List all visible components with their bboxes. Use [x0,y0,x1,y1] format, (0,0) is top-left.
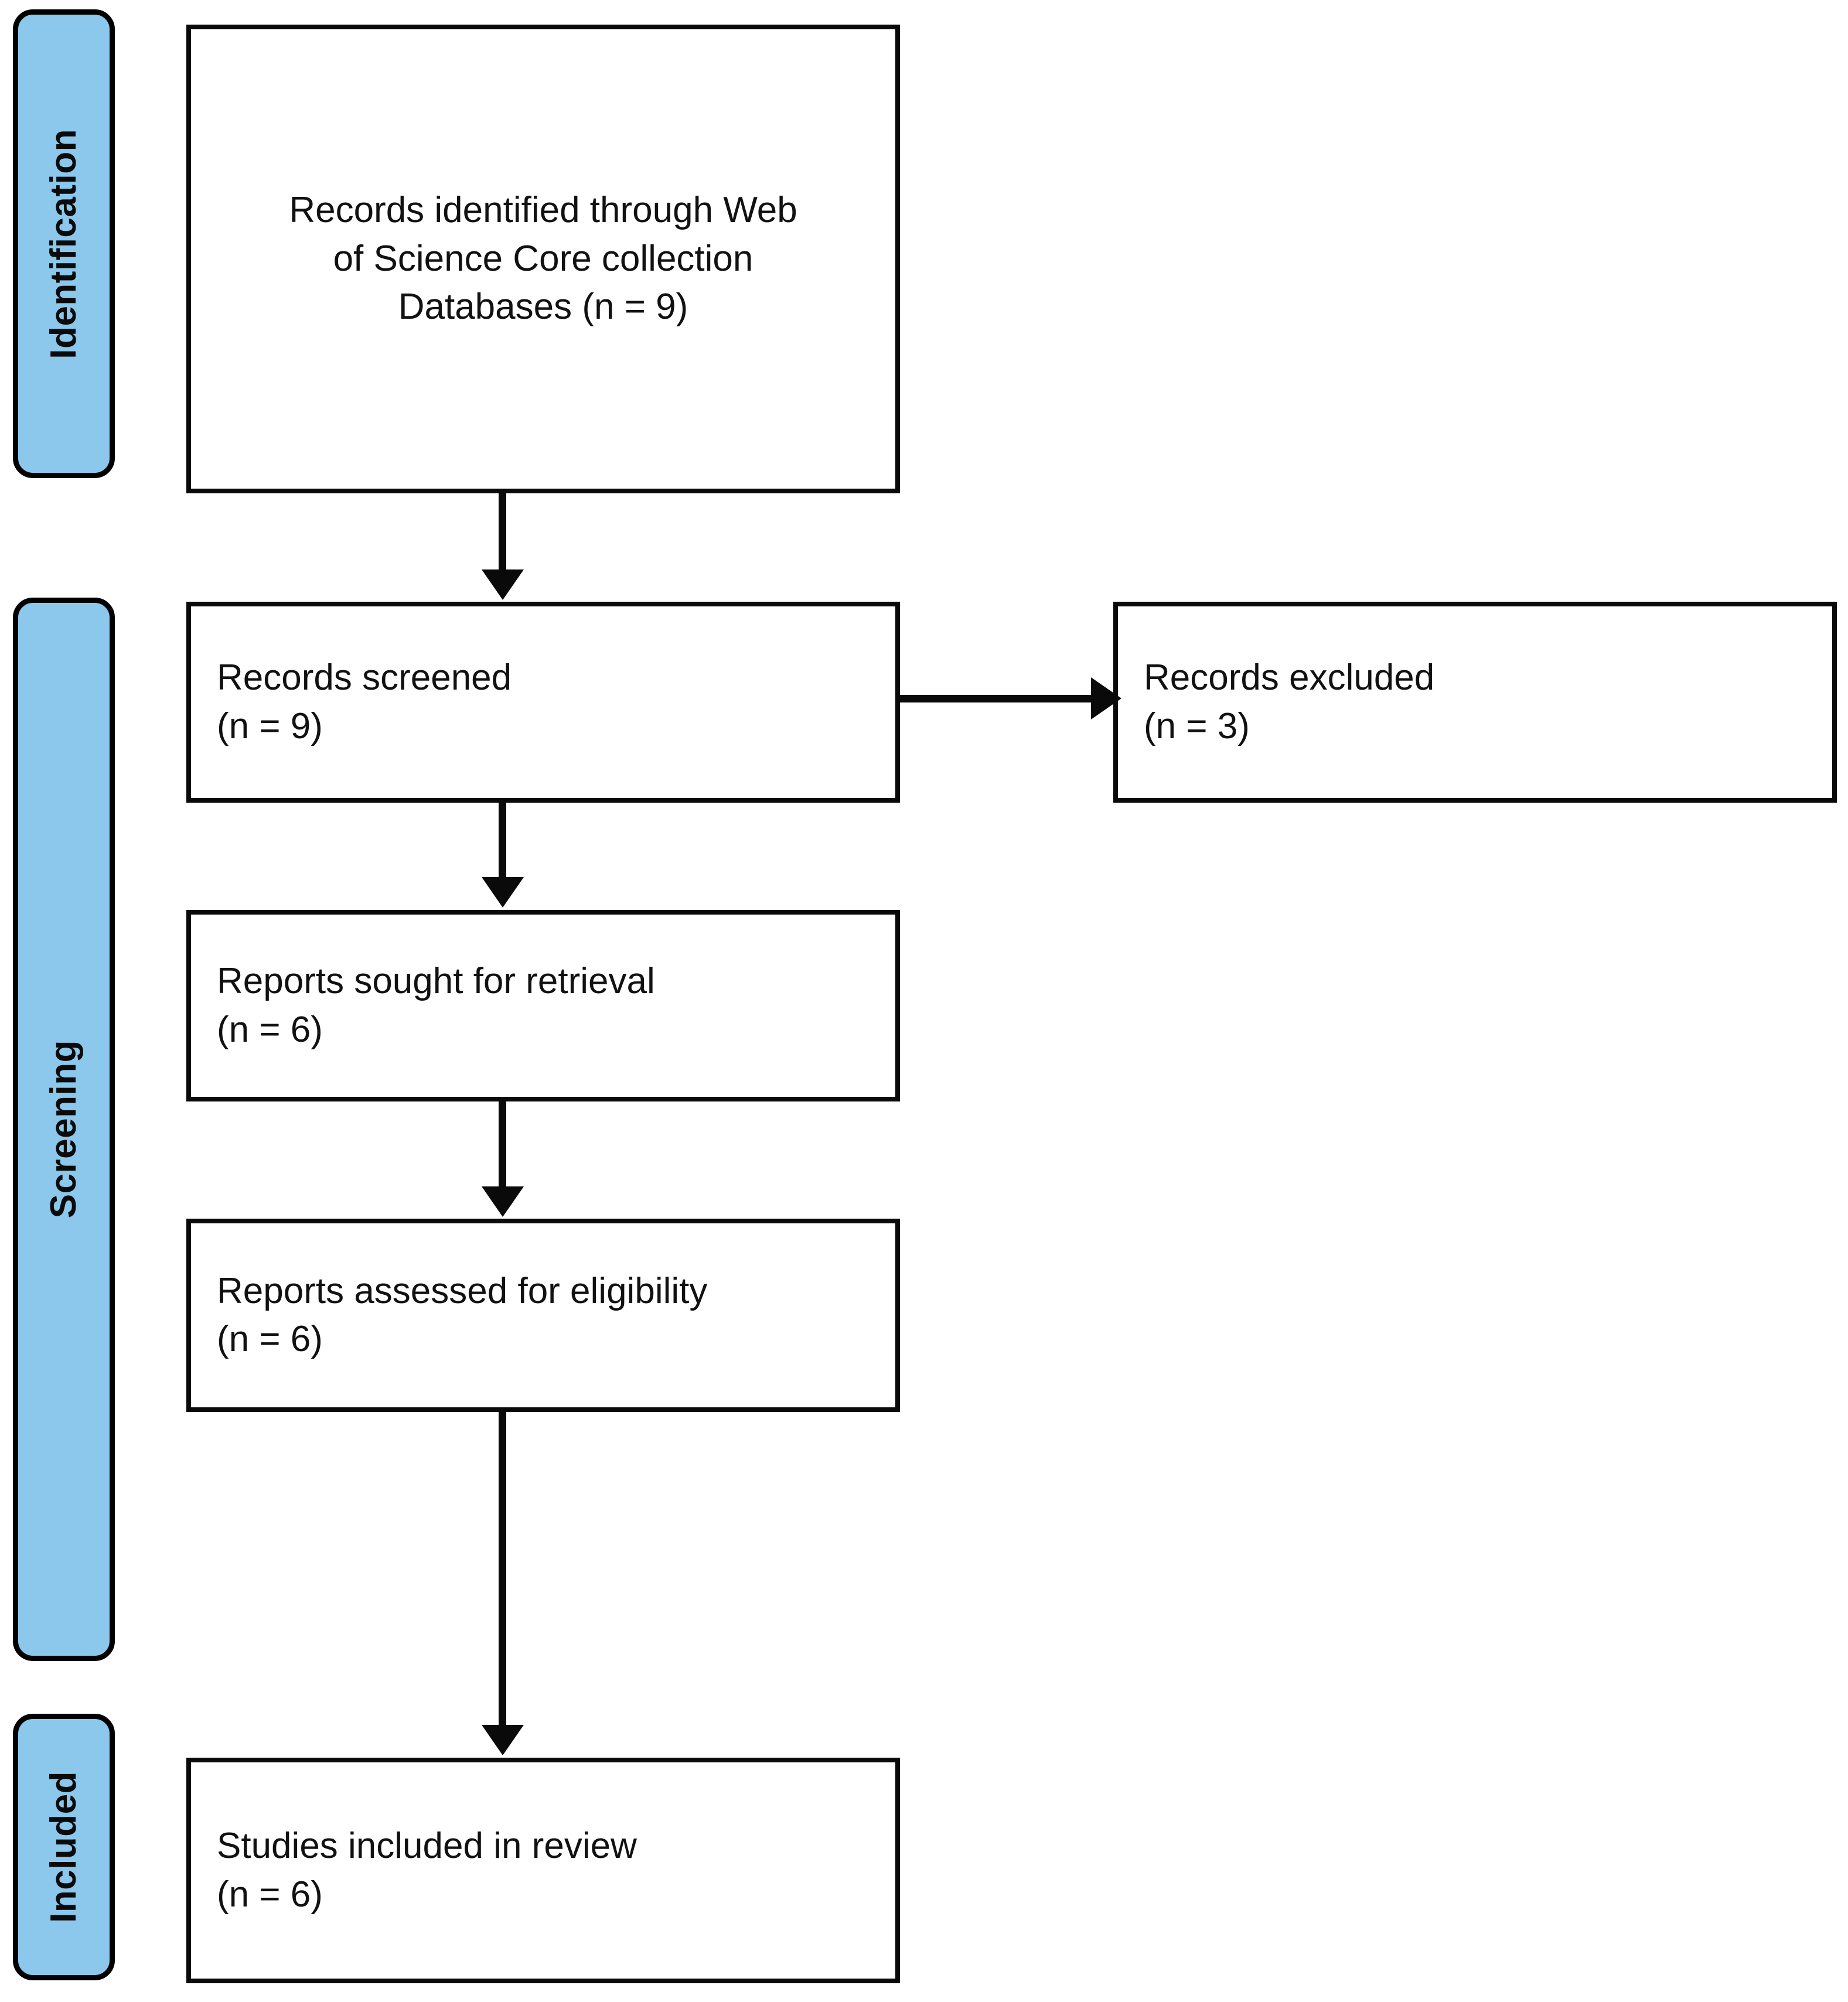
stage-tab-identification: Identification [13,9,115,478]
box-records-screened: Records screened (n = 9) [186,602,900,803]
stage-tab-screening: Screening [13,598,115,1661]
box-records-excluded: Records excluded (n = 3) [1113,602,1837,803]
stage-tab-identification-label: Identification [43,128,84,359]
connector-screened-to-sought-line [499,803,506,879]
connector-sought-to-assessed-line [499,1101,506,1188]
box-records-identified-text: Records identified through Web of Scienc… [289,190,797,328]
connector-screened-to-excluded-line [900,695,1093,702]
box-reports-sought-for-retrieval: Reports sought for retrieval (n = 6) [186,910,900,1101]
arrow-down-icon [482,1725,524,1755]
box-records-excluded-text: Records excluded (n = 3) [1144,657,1435,746]
box-studies-included-in-review: Studies included in review (n = 6) [186,1758,900,1983]
connector-assessed-to-included-line [499,1412,506,1727]
arrow-right-icon [1091,677,1121,719]
arrow-down-icon [482,569,524,600]
box-reports-assessed-for-eligibility: Reports assessed for eligibility (n = 6) [186,1219,900,1412]
stage-tab-included: Included [13,1714,115,1980]
box-records-screened-text: Records screened (n = 9) [217,657,512,746]
stage-tab-screening-label: Screening [43,1040,84,1219]
arrow-down-icon [482,1186,524,1217]
connector-identified-to-screened-line [499,493,506,571]
box-reports-assessed-for-eligibility-text: Reports assessed for eligibility (n = 6) [217,1270,708,1359]
box-records-identified: Records identified through Web of Scienc… [186,25,900,493]
box-studies-included-in-review-text: Studies included in review (n = 6) [217,1826,637,1915]
stage-tab-included-label: Included [43,1771,84,1923]
arrow-down-icon [482,877,524,908]
box-reports-sought-for-retrieval-text: Reports sought for retrieval (n = 6) [217,961,655,1050]
